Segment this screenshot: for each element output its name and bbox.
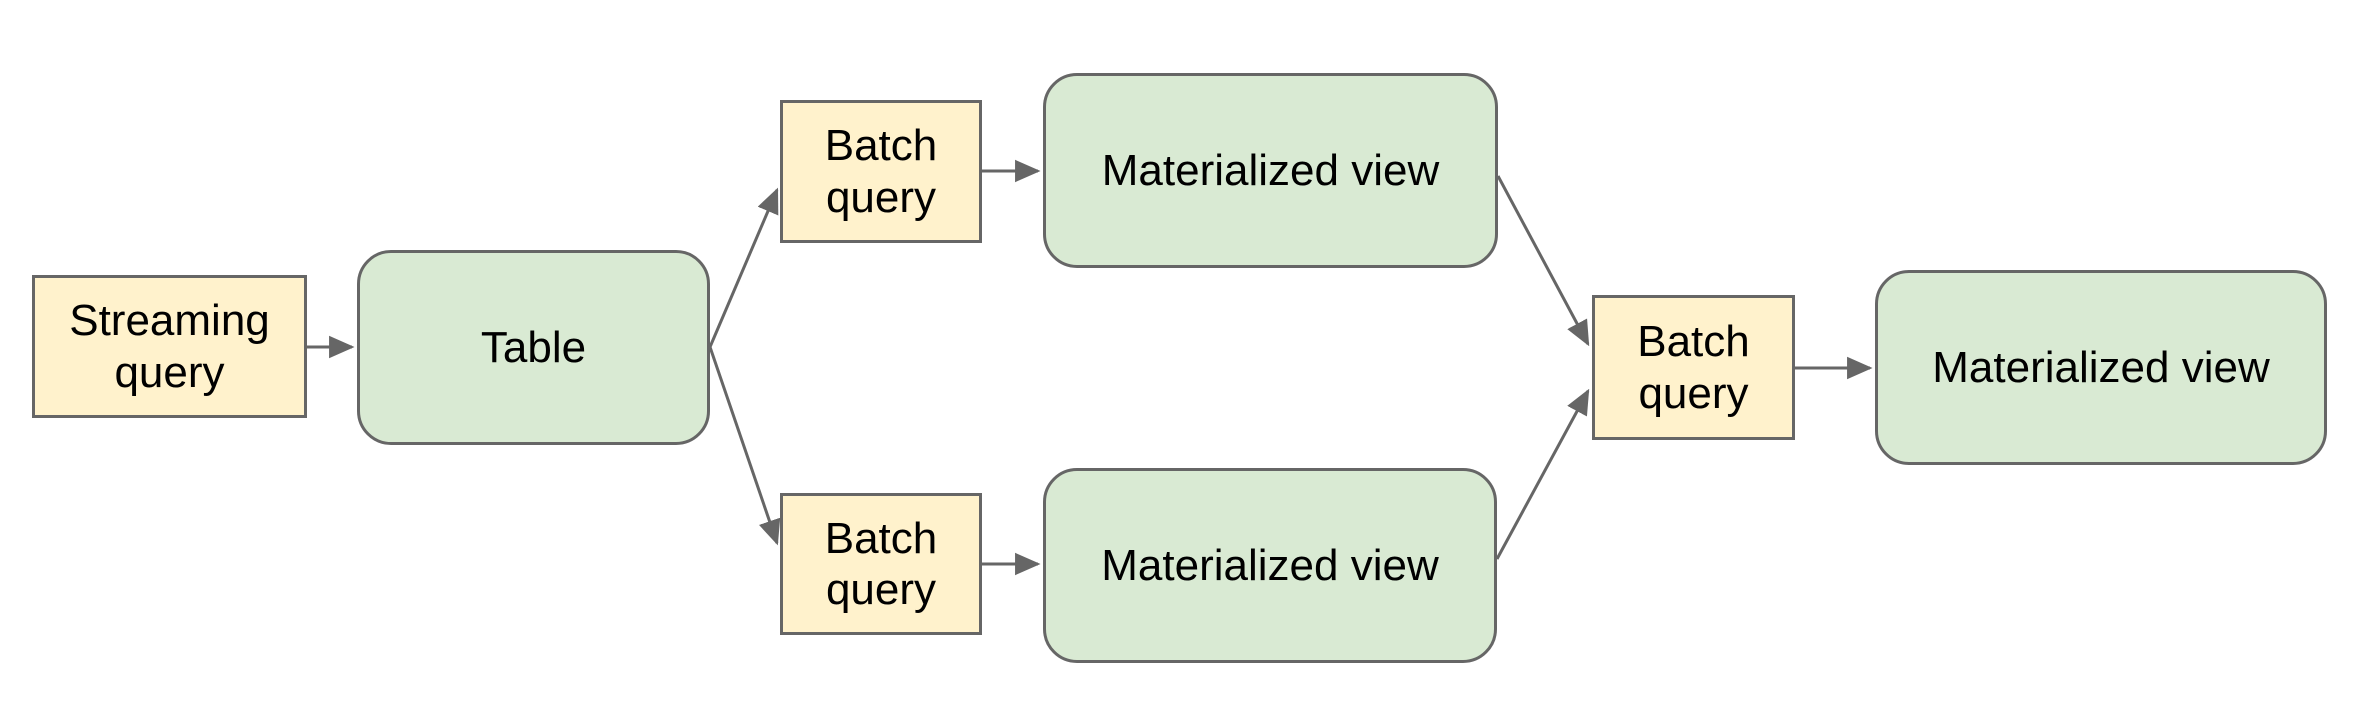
node-table: Table	[357, 250, 710, 445]
node-batch-query-bottom: Batch query	[780, 493, 982, 635]
node-batch-query-right: Batch query	[1592, 295, 1795, 440]
node-materialized-view-right: Materialized view	[1875, 270, 2327, 465]
node-streaming-query-label: Streaming query	[69, 296, 270, 397]
node-batch-query-top-label: Batch query	[824, 121, 938, 222]
node-materialized-view-bottom: Materialized view	[1043, 468, 1497, 663]
node-streaming-query: Streaming query	[32, 275, 307, 418]
node-materialized-view-top-label: Materialized view	[1101, 145, 1440, 195]
node-batch-query-right-label: Batch query	[1637, 317, 1750, 418]
edge-materialized-view-top-to-batch-query-right	[1496, 175, 1590, 347]
node-materialized-view-bottom-label: Materialized view	[1101, 540, 1439, 590]
edge-materialized-view-bottom-to-batch-query-right	[1495, 388, 1590, 560]
node-materialized-view-top: Materialized view	[1043, 73, 1498, 268]
edge-table-to-batch-query-bottom	[708, 346, 781, 546]
node-materialized-view-right-label: Materialized view	[1932, 342, 2270, 392]
node-batch-query-bottom-label: Batch query	[824, 513, 938, 614]
edge-table-to-batch-query-top	[708, 187, 779, 348]
node-table-label: Table	[480, 322, 587, 372]
node-batch-query-top: Batch query	[780, 100, 982, 243]
